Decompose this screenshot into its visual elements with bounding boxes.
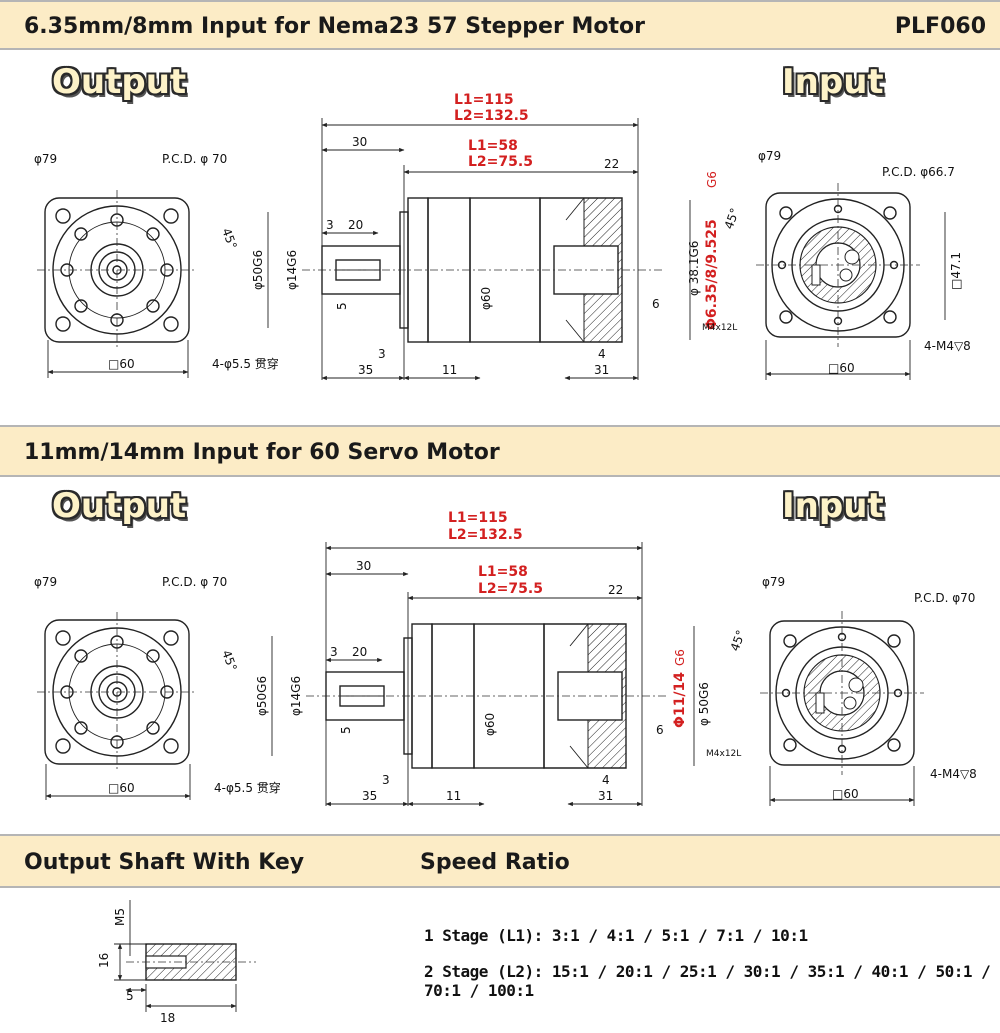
dim-d79-in-bottom: φ79 <box>762 575 785 589</box>
dim-3a-bottom: 3 <box>330 645 338 659</box>
dim-31-bottom: 31 <box>598 789 613 803</box>
dim-pcd-out-bottom: P.C.D. φ 70 <box>162 575 227 589</box>
holes-in-top: 4-M4▽8 <box>924 339 971 353</box>
dim-bore-tol-top: G6 <box>705 171 719 188</box>
output-label-top: Output <box>52 62 187 102</box>
dim-3b-bottom: 3 <box>382 773 390 787</box>
dim-sq60-in-bottom: □60 <box>832 787 859 801</box>
dim-22-bottom: 22 <box>608 583 623 597</box>
dim-sq60-in-top: □60 <box>828 361 855 375</box>
dim-6-bottom: 6 <box>656 723 664 737</box>
dim-bore-bottom: Φ11/14 <box>672 672 688 728</box>
model-label: PLF060 <box>894 14 986 39</box>
dim-35-bottom: 35 <box>362 789 377 803</box>
dim-d50g6-bottom: φ50G6 <box>255 676 269 716</box>
dim-d79-out-bottom: φ79 <box>34 575 57 589</box>
dim-pcd-out-top: P.C.D. φ 70 <box>162 152 227 166</box>
dim-3a-top: 3 <box>326 218 334 232</box>
holes-out-bottom: 4-φ5.5 贯穿 <box>214 780 281 795</box>
input-label-bottom: Input <box>782 486 884 526</box>
dim-d79-in-top: φ79 <box>758 149 781 163</box>
dim-sq60-out-bottom: □60 <box>108 781 135 795</box>
m4x12-top: M4x12L <box>702 323 737 333</box>
dim-6-top: 6 <box>652 297 660 311</box>
dim-4-bottom: 4 <box>602 773 610 787</box>
m4x12-bottom: M4x12L <box>706 749 741 759</box>
dim-d60-bottom: φ60 <box>483 713 497 736</box>
dim-30-bottom: 30 <box>356 559 371 573</box>
speed-ratio-stage1: 1 Stage (L1): 3:1 / 4:1 / 5:1 / 7:1 / 10… <box>424 926 808 945</box>
dim-11-bottom: 11 <box>446 789 461 803</box>
dim-35-top: 35 <box>358 363 373 377</box>
key-dim-m5: M5 <box>113 908 127 926</box>
header-band-shaft: Output Shaft With Key Speed Ratio <box>0 834 1000 888</box>
dim-pcd-in-bottom: P.C.D. φ70 <box>914 591 975 605</box>
holes-in-bottom: 4-M4▽8 <box>930 767 977 781</box>
l-total-1-bottom: L1=115 <box>448 510 508 526</box>
dim-30-top: 30 <box>352 135 367 149</box>
input-label-top: Input <box>782 62 884 102</box>
dim-bore-top: Φ6.35/8/9.525 <box>704 219 720 330</box>
l-body-1-top: L1=58 <box>468 138 518 154</box>
header-band-stepper: 6.35mm/8mm Input for Nema23 57 Stepper M… <box>0 0 1000 50</box>
key-dim-16: 16 <box>97 953 111 968</box>
header-title-stepper: 6.35mm/8mm Input for Nema23 57 Stepper M… <box>24 14 645 39</box>
dim-45-in-bottom: 45° <box>728 628 748 653</box>
output-shaft-key-drawing <box>125 943 257 981</box>
dim-3b-top: 3 <box>378 347 386 361</box>
dim-d79-out-top: φ79 <box>34 152 57 166</box>
input-face-view-top <box>755 182 921 348</box>
dim-471-top: □47.1 <box>949 252 963 290</box>
header-title-servo: 11mm/14mm Input for 60 Servo Motor <box>24 440 500 465</box>
dim-45-in-top: 45° <box>722 206 742 231</box>
dim-20-top: 20 <box>348 218 363 232</box>
dim-d50g6-top: φ50G6 <box>251 250 265 290</box>
output-face-view-top <box>36 189 198 351</box>
dim-11-top: 11 <box>442 363 457 377</box>
l-total-1-top: L1=115 <box>454 92 514 108</box>
dim-sq60-out-top: □60 <box>108 357 135 371</box>
holes-out-top: 4-φ5.5 贯穿 <box>212 356 279 371</box>
l-total-2-top: L2=132.5 <box>454 108 529 124</box>
dim-45-out-top: 45° <box>219 226 239 251</box>
input-face-view-bottom <box>759 610 925 776</box>
l-body-2-top: L2=75.5 <box>468 154 533 170</box>
speed-ratio-stage2: 2 Stage (L2): 15:1 / 20:1 / 25:1 / 30:1 … <box>424 962 991 1000</box>
output-shaft-title: Output Shaft With Key <box>24 850 305 875</box>
dim-22-top: 22 <box>604 157 619 171</box>
dim-d381-top: φ 38.1G6 <box>687 241 701 296</box>
output-face-view-bottom <box>36 611 198 773</box>
dim-5-bottom: 5 <box>339 726 353 734</box>
l-total-2-bottom: L2=132.5 <box>448 527 523 543</box>
header-band-servo: 11mm/14mm Input for 60 Servo Motor <box>0 425 1000 477</box>
l-body-1-bottom: L1=58 <box>478 564 528 580</box>
dim-d50-bottom: φ 50G6 <box>697 682 711 726</box>
output-label-bottom: Output <box>52 486 187 526</box>
dim-bore-tol-bottom: G6 <box>673 649 687 666</box>
key-dim-5: 5 <box>126 989 134 1003</box>
key-dim-18: 18 <box>160 1011 175 1025</box>
dim-31-top: 31 <box>594 363 609 377</box>
speed-ratio-title: Speed Ratio <box>420 850 570 875</box>
l-body-2-bottom: L2=75.5 <box>478 581 543 597</box>
dim-20-bottom: 20 <box>352 645 367 659</box>
dim-d60-top: φ60 <box>479 287 493 310</box>
dim-45-out-bottom: 45° <box>219 648 239 673</box>
dim-5-top: 5 <box>335 302 349 310</box>
dim-pcd-in-top: P.C.D. φ66.7 <box>882 165 955 179</box>
dim-4-top: 4 <box>598 347 606 361</box>
dim-d14g6-top: φ14G6 <box>285 250 299 290</box>
dim-d14g6-bottom: φ14G6 <box>289 676 303 716</box>
